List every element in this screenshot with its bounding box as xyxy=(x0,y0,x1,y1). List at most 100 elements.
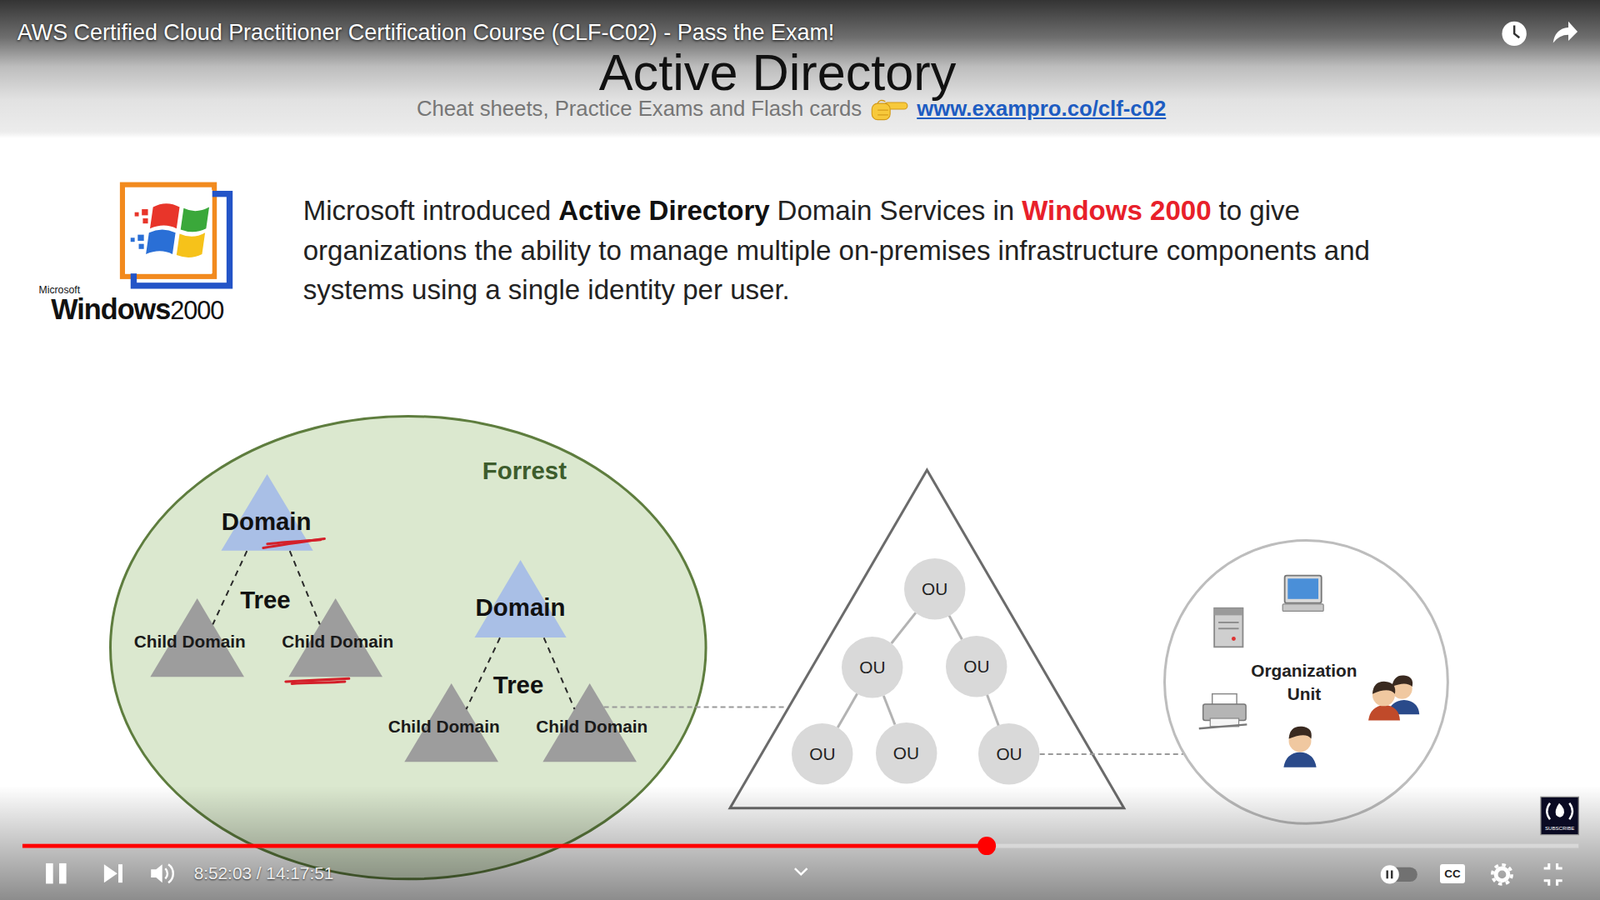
org-unit-icons-part xyxy=(1214,608,1243,648)
ou-link xyxy=(837,694,857,728)
domain-triangle-shape xyxy=(221,474,314,551)
org-unit-icons-part xyxy=(1282,604,1324,612)
ou-circle-shape xyxy=(978,723,1040,785)
ou-circle: OU xyxy=(945,635,1007,697)
windows-logo-part xyxy=(126,190,213,274)
node-label: Organization Unit xyxy=(1235,659,1373,706)
ou-circle: OU xyxy=(841,636,903,698)
body-text: Microsoft introduced xyxy=(303,195,552,226)
slide-title: Active Directory xyxy=(599,45,957,101)
captions-button: CC xyxy=(1440,864,1466,884)
player-controls-part xyxy=(104,864,118,883)
node-label: Child Domain xyxy=(388,716,500,737)
node-label: OU xyxy=(893,743,920,764)
logo-word: Windows xyxy=(50,295,170,324)
time-code: 8:52:03 / 14:17:51 xyxy=(194,863,335,884)
player-controls-part xyxy=(118,864,123,883)
org-unit-circle-outline xyxy=(1163,539,1450,825)
ou-circle-shape xyxy=(791,723,853,785)
node-label: OU xyxy=(963,656,990,677)
windows-logo-part xyxy=(135,212,140,217)
node-label: Child Domain xyxy=(535,716,648,737)
node-label: OU xyxy=(859,657,885,678)
node-label: OU xyxy=(921,579,948,600)
ou-link xyxy=(891,612,916,644)
ou-circle: OU xyxy=(791,723,853,785)
body-emphasis: Active Directory xyxy=(558,195,770,226)
body-highlight: Windows 2000 xyxy=(1021,195,1211,226)
dashed-connector xyxy=(1040,753,1184,755)
player-controls-part xyxy=(977,836,996,855)
player-controls-part xyxy=(1514,25,1520,39)
windows-logo-part xyxy=(139,244,145,250)
ou-hierarchy-triangle-shape xyxy=(730,470,1125,809)
intro-paragraph: Microsoft introducedActive DirectoryDoma… xyxy=(303,190,1462,310)
player-controls-part xyxy=(1540,796,1579,835)
org-unit-icons-part xyxy=(1218,621,1239,624)
player-controls-part xyxy=(795,868,808,875)
ou-circle: OU xyxy=(875,722,937,784)
player-controls-part xyxy=(168,864,174,883)
windows-logo-part xyxy=(122,185,215,277)
logo-brand: Microsoft xyxy=(39,284,81,296)
player-shade xyxy=(0,785,1600,900)
channel-badge-text: SUBSCRIBE xyxy=(1545,825,1575,831)
pointing-hand-part xyxy=(877,114,889,115)
node-label: Child Domain xyxy=(281,631,394,652)
player-controls-part xyxy=(1546,803,1573,820)
node-label: Forrest xyxy=(482,456,567,485)
pointing-hand-part xyxy=(877,110,889,111)
player-controls-part xyxy=(165,868,168,879)
player-controls-part xyxy=(1553,21,1578,44)
windows-logo-part xyxy=(130,237,135,242)
windows-logo-part xyxy=(176,232,205,258)
org-unit-icons-part xyxy=(1218,627,1239,630)
ou-circle-shape xyxy=(904,558,965,620)
ou-hierarchy-triangle-outline xyxy=(727,467,1127,810)
forest-region-shape xyxy=(110,416,707,880)
ou-circle-shape xyxy=(945,635,1007,697)
ou-circle: OU xyxy=(978,723,1040,785)
ou-circle-shape xyxy=(875,722,937,784)
node-label: OU xyxy=(995,744,1022,765)
node-label: Domain xyxy=(221,507,312,536)
player-controls-part xyxy=(1544,863,1563,886)
player-controls-part xyxy=(22,844,1579,849)
player-controls-part xyxy=(45,863,54,884)
ou-link xyxy=(949,615,962,640)
node-label: Child Domain xyxy=(134,631,246,652)
windows-logo-part xyxy=(141,209,148,215)
video-title: AWS Certified Cloud Practitioner Certifi… xyxy=(17,20,835,46)
org-unit-circle-shape xyxy=(1164,540,1448,824)
tree-label: Tree xyxy=(240,585,290,615)
logo-version: 2000 xyxy=(170,297,224,324)
node-label: Domain xyxy=(475,593,566,622)
windows-logo-part xyxy=(150,203,180,229)
domain-triangle: Domain xyxy=(463,560,578,638)
windows-logo-part xyxy=(180,207,210,233)
ou-hierarchy-triangle: OU OU OU OU OU OU xyxy=(727,467,1127,810)
windows-logo-part xyxy=(142,218,148,224)
player-controls-part xyxy=(1492,865,1512,885)
domain-triangle-shape xyxy=(474,560,566,638)
tree-label: Tree xyxy=(493,670,544,700)
player-controls-part xyxy=(59,863,67,884)
org-unit-icons-part xyxy=(1231,636,1236,641)
player-controls-part xyxy=(1390,870,1393,879)
org-unit-icons-part xyxy=(1214,608,1243,616)
domain-triangle: Domain xyxy=(210,474,325,551)
player-controls-part xyxy=(1380,865,1400,884)
node-label: OU xyxy=(809,744,835,765)
ou-link xyxy=(883,695,895,725)
player-controls-part xyxy=(1385,870,1388,879)
player-controls-part xyxy=(1501,21,1526,46)
body-text: Domain Services in xyxy=(777,195,1015,226)
player-controls-part xyxy=(1555,803,1565,818)
ou-link xyxy=(987,695,1000,725)
org-unit-icons-part xyxy=(1287,578,1319,599)
player-controls-part xyxy=(1495,868,1509,881)
